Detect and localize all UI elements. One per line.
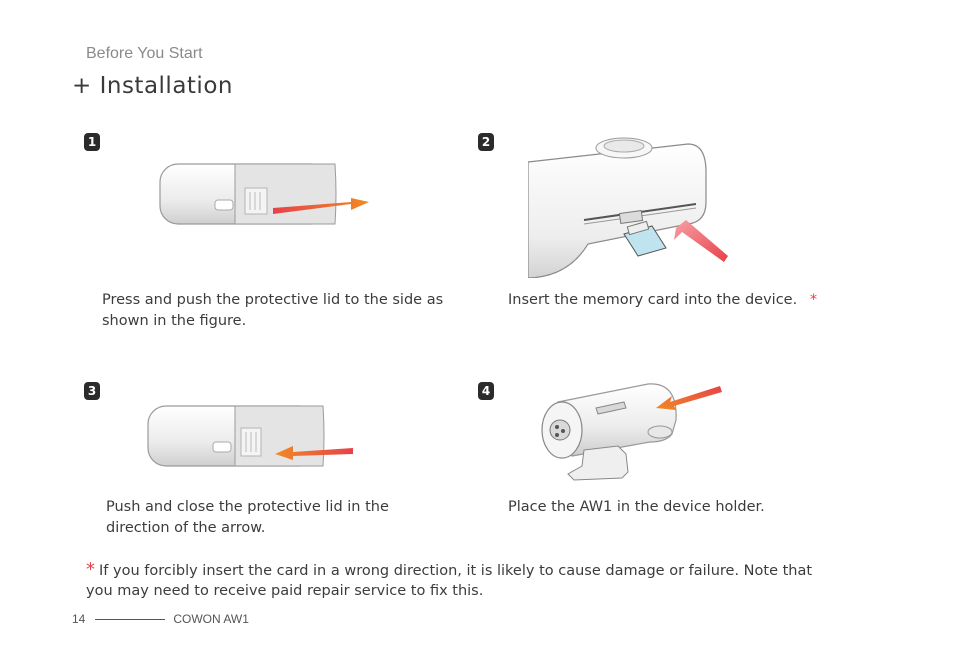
step-2-caption-text: Insert the memory card into the device. (508, 292, 798, 308)
step-3-caption: Push and close the protective lid in the… (106, 499, 389, 536)
lid-close-illustration (147, 405, 353, 467)
step-4-caption: Place the AW1 in the device holder. (508, 499, 765, 515)
warning-note: *If you forcibly insert the card in a wr… (86, 560, 826, 601)
step-1-badge: 1 (84, 133, 100, 151)
lid-open-illustration (159, 163, 369, 225)
step-2-caption: Insert the memory card into the device. … (508, 290, 868, 311)
step-2-asterisk: * (809, 292, 818, 308)
step-1-caption: Press and push the protective lid to the… (102, 292, 444, 329)
step-4-badge: 4 (478, 382, 494, 400)
step-3-badge: 3 (84, 382, 100, 400)
note-asterisk: * (86, 559, 95, 580)
footer-rule (95, 618, 166, 620)
product-name: COWON AW1 (173, 612, 249, 626)
page-title: + Installation (72, 73, 233, 99)
page-footer: 14 COWON AW1 (72, 612, 249, 626)
page-number: 14 (72, 612, 86, 626)
note-text: If you forcibly insert the card in a wro… (86, 563, 813, 599)
step-2-badge: 2 (478, 133, 494, 151)
section-label: Before You Start (86, 45, 203, 62)
device-holder-illustration (541, 383, 722, 481)
memory-card-illustration (528, 137, 728, 278)
